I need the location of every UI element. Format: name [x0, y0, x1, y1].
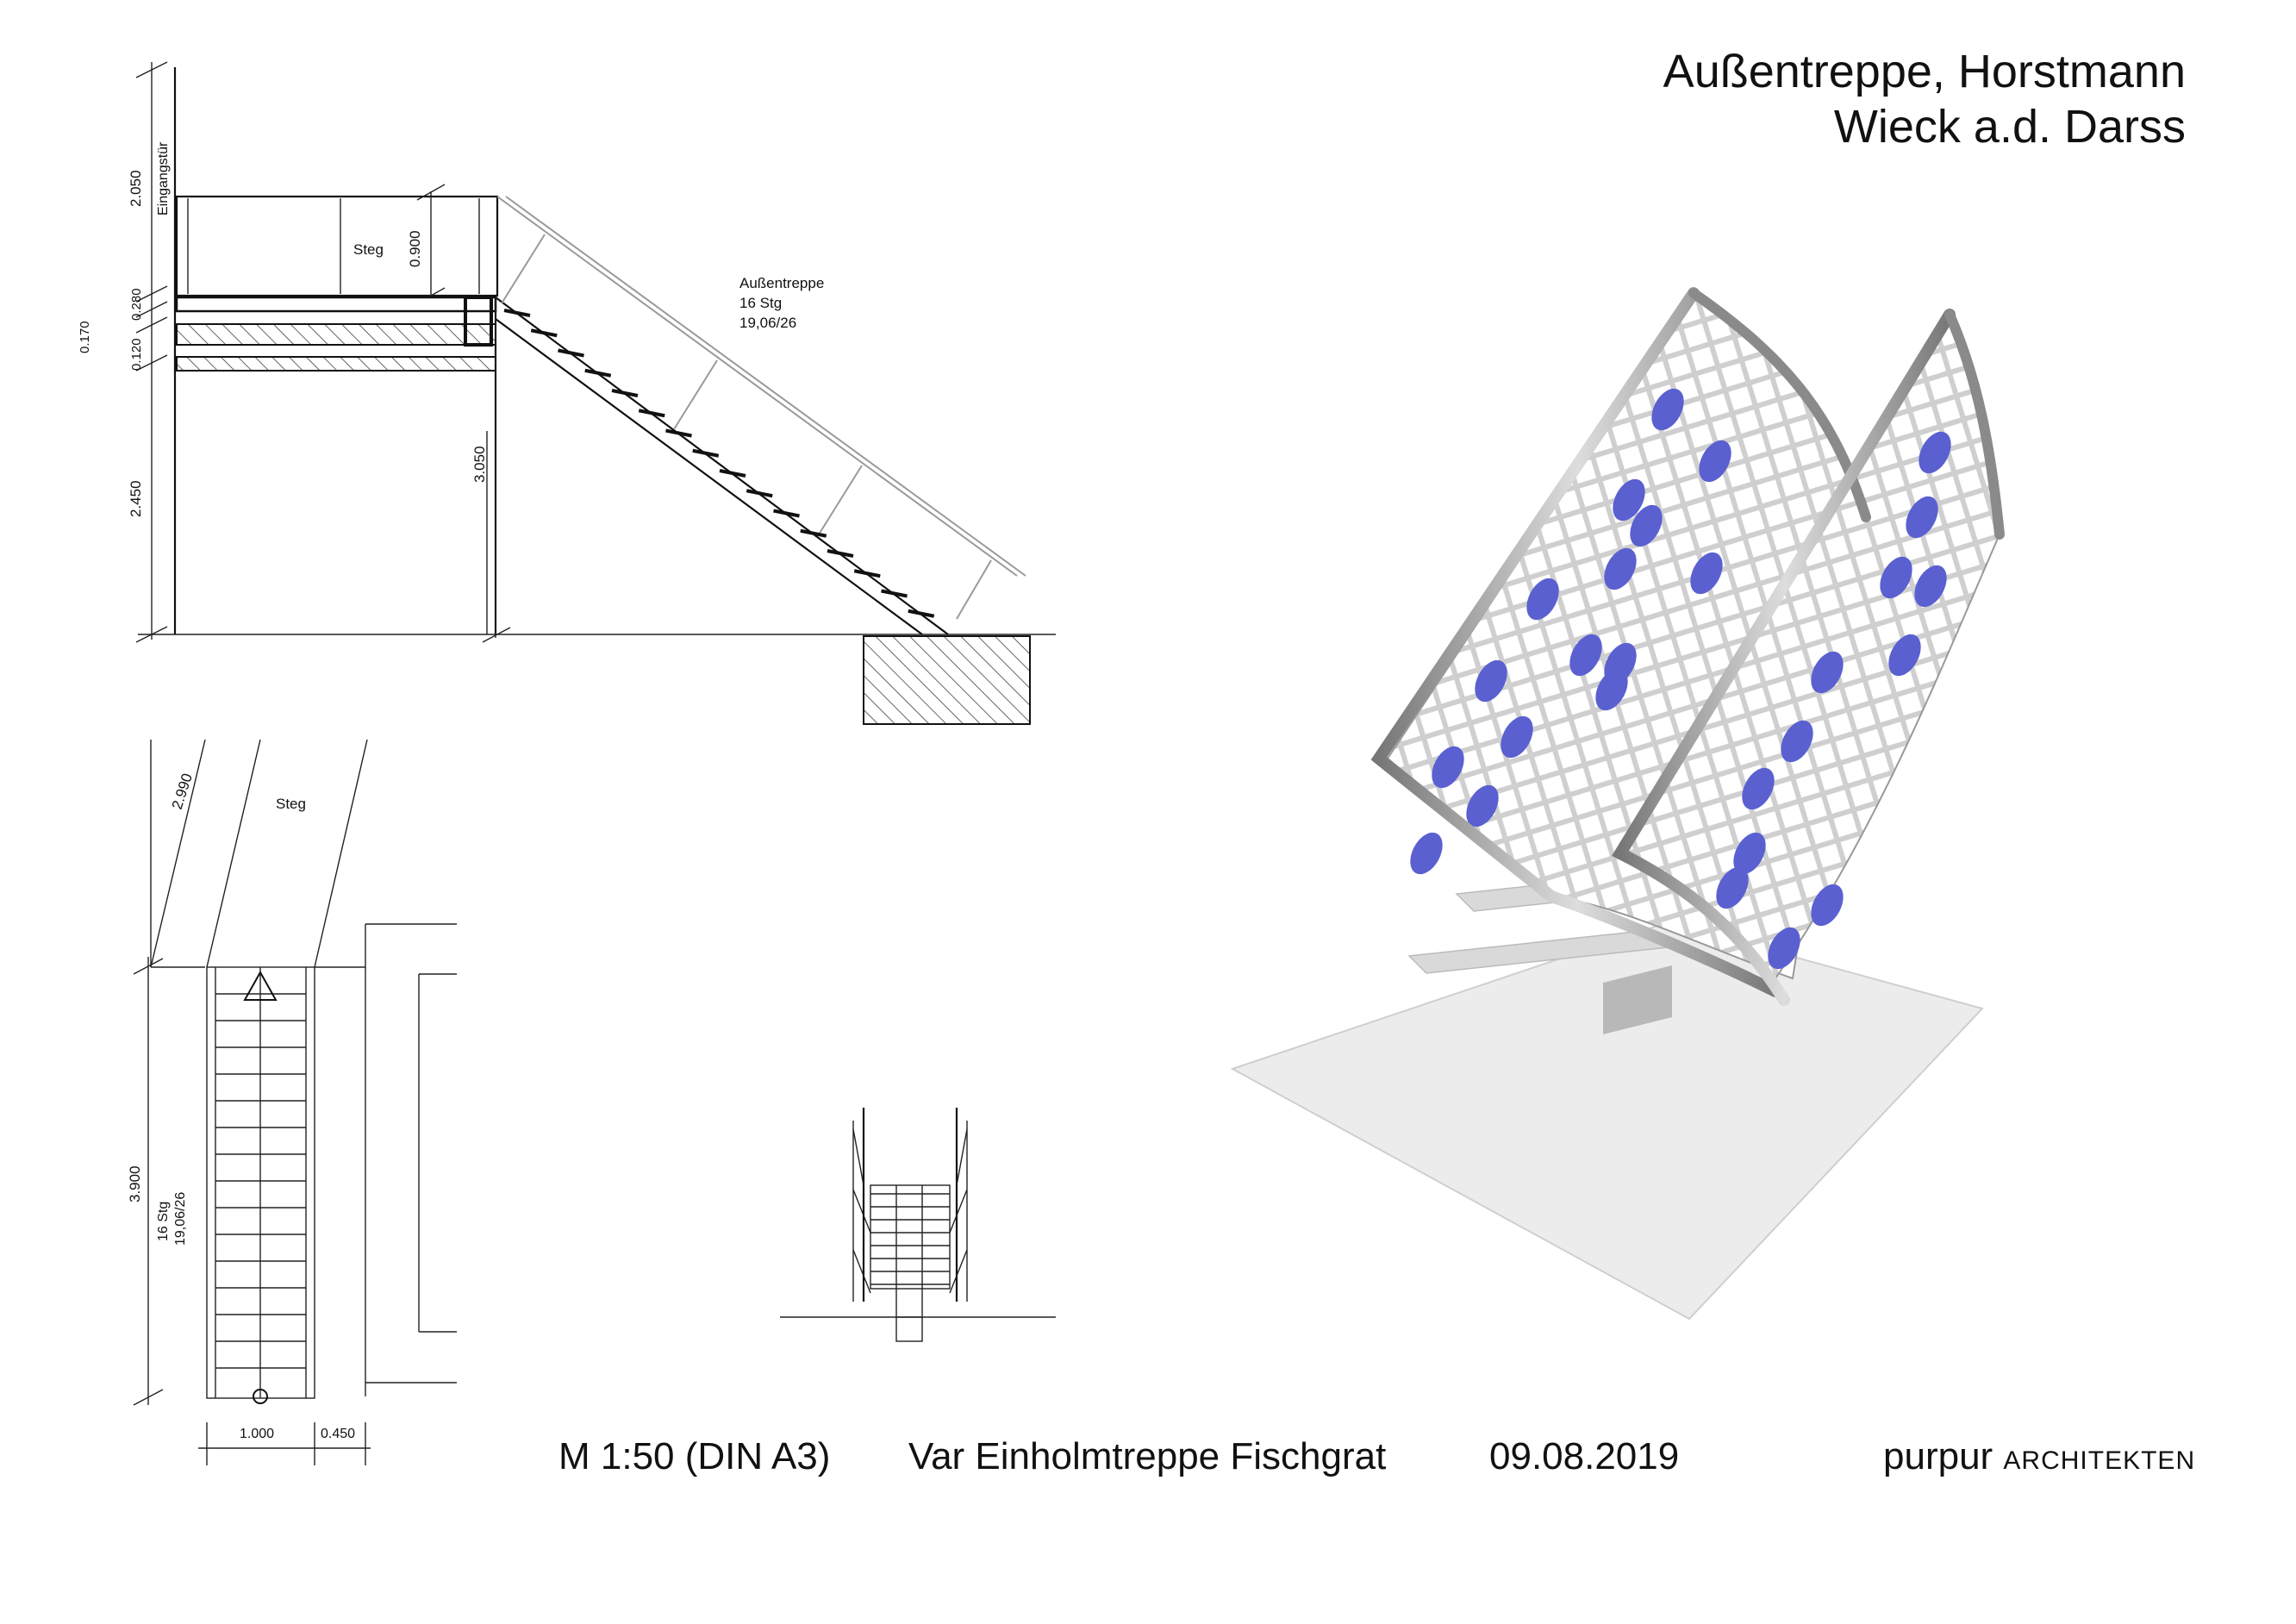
iso-blue-spot	[1432, 746, 1464, 789]
plan-ratio-label: 19,06/26	[173, 1192, 188, 1246]
section-drawing: Eingangstür Steg Außentreppe 16 Stg 19,0…	[78, 61, 1056, 725]
stair-tread	[558, 348, 584, 358]
iso-blue-spot	[1699, 440, 1731, 483]
iso-blue-spot	[1613, 478, 1645, 522]
iso-column	[1603, 965, 1672, 1034]
foundation-block	[863, 635, 1031, 725]
iso-blue-spot	[1475, 659, 1507, 703]
plan-step-lines	[215, 993, 306, 1369]
iso-blue-spot	[1768, 927, 1800, 970]
iso-blue-spot	[1410, 832, 1443, 875]
plan-steg-label: Steg	[276, 796, 306, 812]
iso-blue-spot	[1466, 784, 1499, 828]
steg-railing	[175, 195, 499, 297]
iso-blue-spot	[1919, 431, 1951, 474]
iso-blue-spot	[1914, 565, 1947, 608]
plan-dim-gap: 0.450	[321, 1427, 355, 1441]
iso-blue-spot	[1501, 715, 1533, 759]
dim-lower-height: 2.450	[128, 480, 144, 517]
iso-blue-spot	[1651, 388, 1684, 431]
iso-blue-spot	[1604, 547, 1637, 590]
project-location: Wieck a.d. Darss	[1833, 101, 2186, 153]
iso-blue-spot	[1690, 552, 1723, 595]
stair-stringer-top	[495, 297, 949, 635]
stair-tread	[773, 509, 800, 518]
dim-railing-height: 0.900	[407, 230, 423, 267]
iso-blue-spot	[1811, 651, 1844, 694]
footer-variant: Var Einholmtreppe Fischgrat	[908, 1435, 1387, 1477]
door-label: Eingangstür	[156, 141, 171, 215]
stair-tread	[665, 428, 692, 438]
iso-blue-spot	[1742, 767, 1775, 810]
stair-tread	[503, 309, 531, 317]
iso-blue-spots	[1410, 388, 1951, 970]
plan-dim-width: 1.000	[240, 1427, 274, 1441]
plan-dim-length: 3.900	[127, 1165, 143, 1202]
dim-0170: 0.170	[78, 321, 92, 353]
stair-tread	[827, 549, 854, 558]
iso-blue-spot	[1604, 642, 1637, 685]
iso-blue-spot	[1716, 866, 1749, 909]
footer-date: 09.08.2019	[1489, 1435, 1680, 1477]
iso-tube-left	[1370, 287, 1781, 997]
iso-blue-spot	[1906, 496, 1938, 539]
project-title: Außentreppe, Horstmann	[1663, 46, 2186, 97]
iso-blue-spot	[1733, 832, 1766, 875]
stair-treads	[503, 309, 935, 618]
iso-base-slab	[1230, 921, 1984, 1321]
stair-tread	[881, 589, 908, 598]
steg-label: Steg	[353, 241, 384, 258]
stair-tread	[746, 489, 773, 498]
iso-blue-spot	[1811, 884, 1844, 927]
stair-steps-label: 16 Stg	[739, 295, 782, 311]
footer-brand: purpur ARCHITEKTEN	[1883, 1435, 2195, 1478]
iso-blue-spot	[1526, 578, 1559, 621]
stair-tread	[853, 569, 881, 578]
stair-label: Außentreppe	[739, 275, 824, 291]
iso-blue-spot	[1781, 720, 1813, 763]
dim-0120: 0.120	[129, 338, 144, 371]
walk-direction-arrow	[243, 970, 278, 1001]
plan-steps-label: 16 Stg	[156, 1202, 171, 1241]
slab-top	[175, 296, 497, 313]
stair-stringer-bottom	[495, 318, 923, 635]
plan-dim-diag: 2.990	[169, 771, 196, 811]
brand-name: purpur	[1883, 1435, 1993, 1477]
stair-tread	[638, 409, 665, 418]
dim-0280: 0.280	[129, 288, 144, 321]
iso-blue-spot	[1888, 634, 1921, 677]
handrail	[496, 196, 1018, 577]
front-elevation	[780, 1108, 1056, 1342]
footer-scale: M 1:50 (DIN A3)	[558, 1435, 831, 1477]
plan-drawing: 2.990 Steg 3.900 16 Stg 19,06/26 1.000 0…	[127, 739, 457, 1465]
brand-suffix: ARCHITEKTEN	[2003, 1446, 2196, 1475]
slab-hatched	[176, 323, 496, 346]
stair-tread	[800, 528, 827, 538]
stair-tread	[719, 469, 746, 478]
stair-tread	[692, 448, 720, 458]
stair-tread	[584, 368, 612, 378]
stair-tread	[530, 328, 558, 338]
dim-stair-height: 3.050	[471, 446, 488, 483]
stair-tread	[611, 389, 639, 397]
iso-render	[1230, 287, 2005, 1321]
iso-tube-right	[1612, 309, 1956, 1006]
iso-blue-spot	[1630, 504, 1663, 547]
iso-blue-spot	[1569, 634, 1602, 677]
stair-ratio-label: 19,06/26	[739, 315, 796, 331]
stair-tread	[908, 609, 935, 618]
iso-blue-spot	[1880, 556, 1912, 599]
dim-door-height: 2.050	[128, 170, 144, 207]
